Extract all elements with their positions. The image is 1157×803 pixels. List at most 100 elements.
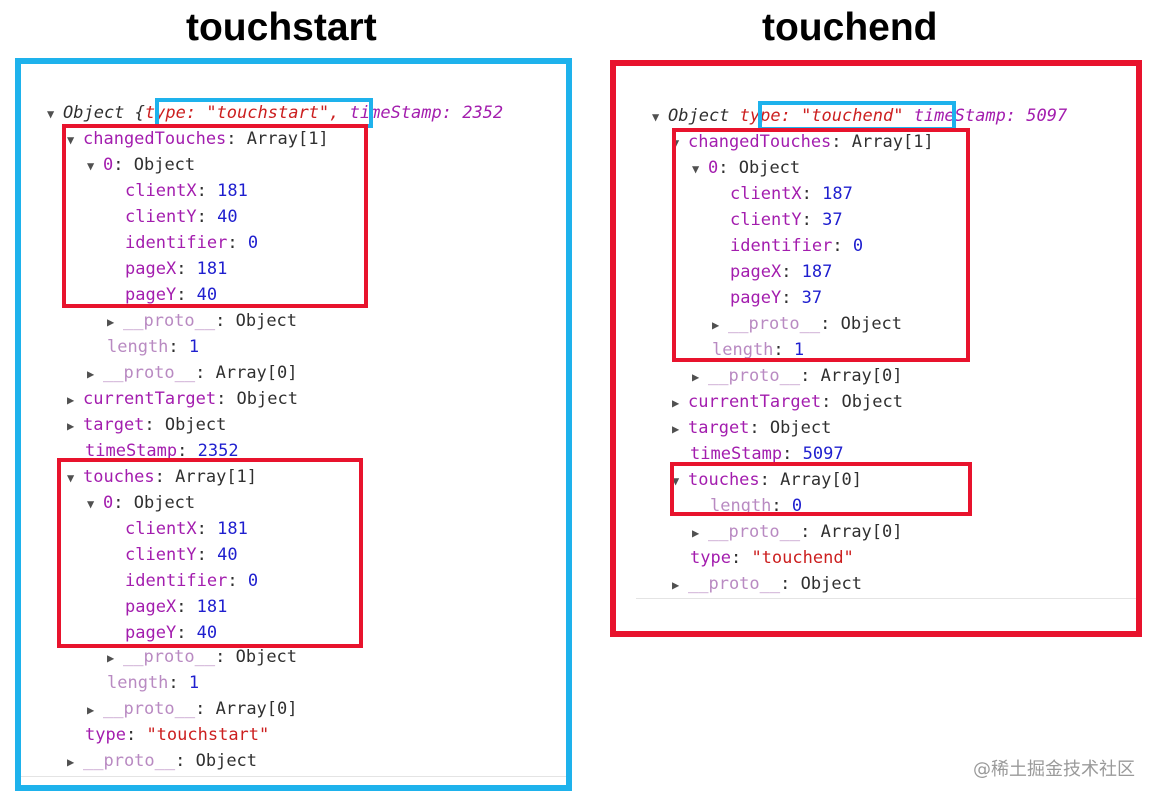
prop-row: pageX: 181 — [125, 597, 228, 617]
prop-value: Object — [133, 155, 196, 175]
prop-key: timeStamp — [85, 441, 178, 461]
prop-key: length — [710, 496, 772, 516]
prop-key: clientY — [125, 207, 197, 227]
triangle-right-icon[interactable]: ▶ — [672, 396, 680, 410]
current-target-row[interactable]: ▶currentTarget: Object — [672, 389, 903, 415]
touchend-heading: touchend — [762, 6, 938, 49]
touches-row[interactable]: ▼touches: Array[1] — [67, 464, 257, 490]
prop-key: clientX — [730, 184, 802, 204]
triangle-right-icon[interactable]: ▶ — [67, 393, 75, 407]
prop-key: 0 — [103, 155, 114, 175]
prop-key: identifier — [125, 571, 228, 591]
prop-row: pageY: 37 — [730, 288, 823, 308]
prop-value: 0 — [852, 236, 864, 256]
prop-value: Array[1] — [246, 129, 329, 149]
prop-key: 0 — [103, 493, 114, 513]
prop-value: Array[0] — [215, 699, 298, 719]
triangle-right-icon[interactable]: ▶ — [87, 703, 95, 717]
triangle-right-icon[interactable]: ▶ — [712, 318, 720, 332]
type-row: type: "touchend" — [690, 548, 854, 568]
prop-row: identifier: 0 — [125, 233, 259, 253]
prop-value: 2352 — [197, 441, 239, 461]
prop-value: 181 — [217, 181, 248, 201]
prop-value: 181 — [196, 259, 228, 279]
prop-key: __proto__ — [123, 647, 216, 667]
prop-value: 40 — [196, 623, 218, 643]
object-proto-row[interactable]: ▶__proto__: Object — [672, 571, 862, 597]
item-proto-row[interactable]: ▶__proto__: Object — [107, 308, 297, 334]
prop-value: 187 — [822, 184, 853, 204]
prop-key: 0 — [708, 158, 719, 178]
prop-key: type — [690, 548, 731, 568]
triangle-right-icon[interactable]: ▶ — [67, 419, 75, 433]
prop-row: clientX: 187 — [730, 184, 853, 204]
prop-value: Object — [164, 415, 227, 435]
triangle-down-icon[interactable]: ▼ — [67, 133, 75, 147]
current-target-row[interactable]: ▶currentTarget: Object — [67, 386, 298, 412]
array-proto-row[interactable]: ▶__proto__: Array[0] — [692, 363, 903, 389]
item-proto-row[interactable]: ▶__proto__: Object — [712, 311, 902, 337]
timestamp-row: timeStamp: 5097 — [690, 444, 844, 464]
target-row[interactable]: ▶target: Object — [67, 412, 226, 438]
changed-touches-row[interactable]: ▼changedTouches: Array[1] — [67, 126, 329, 152]
prop-key: changedTouches — [83, 129, 227, 149]
prop-value: Array[1] — [851, 132, 934, 152]
prop-value: 37 — [822, 210, 843, 230]
item-proto-row[interactable]: ▶__proto__: Object — [107, 644, 297, 670]
triangle-right-icon[interactable]: ▶ — [672, 578, 680, 592]
prop-value: 40 — [196, 285, 218, 305]
prop-row: clientY: 37 — [730, 210, 843, 230]
prop-key: clientY — [125, 545, 197, 565]
triangle-down-icon[interactable]: ▼ — [87, 159, 95, 173]
triangle-down-icon[interactable]: ▼ — [47, 107, 55, 121]
prop-value: "touchend" — [751, 548, 854, 568]
target-row[interactable]: ▶target: Object — [672, 415, 831, 441]
triangle-right-icon[interactable]: ▶ — [87, 367, 95, 381]
touchend-console-panel: ▼ Object type: "touchend" timeStamp: 5097… — [610, 60, 1142, 637]
prop-value: 187 — [801, 262, 833, 282]
prop-value: 5097 — [802, 444, 844, 464]
triangle-down-icon[interactable]: ▼ — [672, 474, 680, 488]
triangle-right-icon[interactable]: ▶ — [692, 370, 700, 384]
touches-row[interactable]: ▼touches: Array[0] — [672, 467, 862, 493]
length-row: length: 0 — [710, 496, 803, 516]
prop-key: __proto__ — [688, 574, 781, 594]
prop-value: 1 — [793, 340, 805, 360]
object-label: Object — [668, 106, 730, 126]
prop-key: target — [688, 418, 750, 438]
triangle-down-icon[interactable]: ▼ — [652, 110, 660, 124]
triangle-right-icon[interactable]: ▶ — [107, 651, 115, 665]
touch-item-row[interactable]: ▼0: Object — [87, 490, 195, 516]
triangle-right-icon[interactable]: ▶ — [672, 422, 680, 436]
triangle-right-icon[interactable]: ▶ — [692, 526, 700, 540]
prop-key: pageX — [730, 262, 782, 282]
prop-row: pageX: 187 — [730, 262, 833, 282]
triangle-down-icon[interactable]: ▼ — [67, 471, 75, 485]
prop-value: 0 — [791, 496, 803, 516]
changed-touches-row[interactable]: ▼changedTouches: Array[1] — [672, 129, 934, 155]
prop-value: Array[0] — [215, 363, 298, 383]
triangle-right-icon[interactable]: ▶ — [67, 755, 75, 769]
touchstart-console-panel: ▼Object {type: "touchstart", timeStamp: … — [15, 58, 572, 791]
array-proto-row[interactable]: ▶__proto__: Array[0] — [87, 360, 298, 386]
triangle-right-icon[interactable]: ▶ — [107, 315, 115, 329]
triangle-down-icon[interactable]: ▼ — [692, 162, 700, 176]
changed-touch-item-row[interactable]: ▼0: Object — [692, 155, 800, 181]
array-proto-row[interactable]: ▶__proto__: Array[0] — [692, 519, 903, 545]
triangle-down-icon[interactable]: ▼ — [87, 497, 95, 511]
object-summary-row[interactable]: ▼Object {type: "touchstart", timeStamp: … — [47, 100, 503, 126]
object-proto-row[interactable]: ▶__proto__: Object — [67, 748, 257, 774]
prop-value: Object — [841, 392, 903, 412]
watermark-text: @稀土掘金技术社区 — [973, 759, 1135, 780]
changed-touch-item-row[interactable]: ▼0: Object — [87, 152, 195, 178]
prop-value: Object — [133, 493, 196, 513]
prop-key: currentTarget — [688, 392, 822, 412]
console-divider — [21, 776, 566, 777]
prop-row: clientX: 181 — [125, 181, 248, 201]
length-row: length: 1 — [712, 340, 805, 360]
prop-key: pageX — [125, 259, 177, 279]
prop-key: touches — [688, 470, 760, 490]
array-proto-row[interactable]: ▶__proto__: Array[0] — [87, 696, 298, 722]
prop-key: __proto__ — [708, 522, 801, 542]
prop-key: pageY — [730, 288, 782, 308]
